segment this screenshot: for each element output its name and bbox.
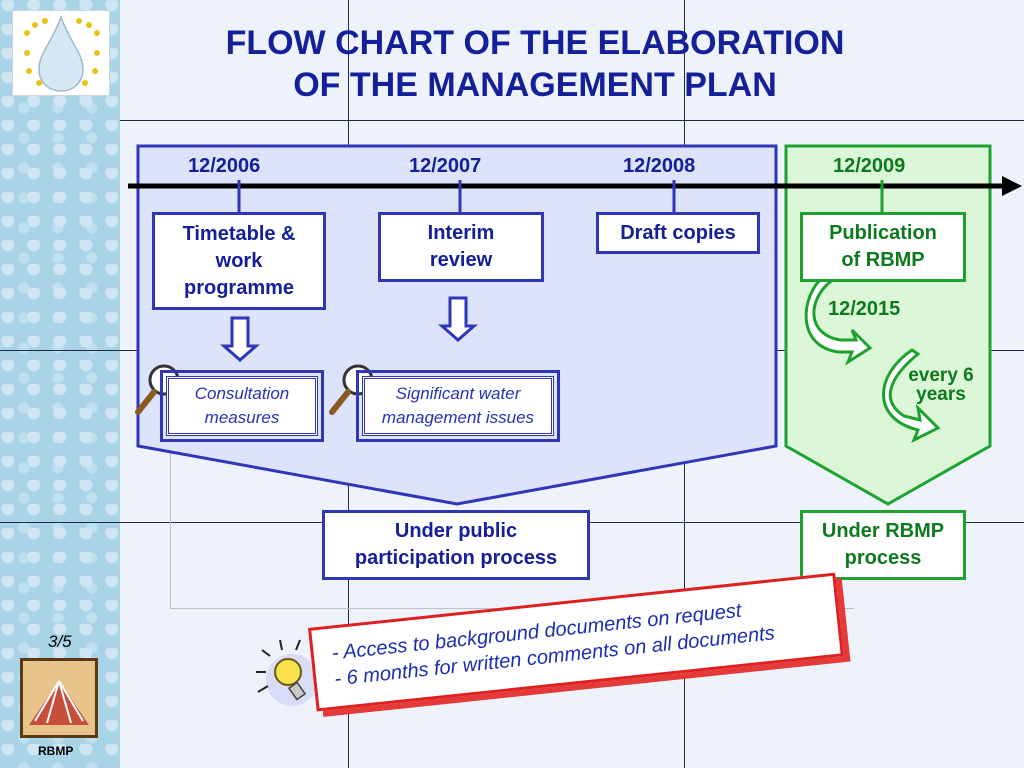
- timeline-arrowhead: [1002, 176, 1022, 196]
- stage-timetable: Timetable & work programme: [152, 212, 326, 310]
- stage-interim-review: Interim review: [378, 212, 544, 282]
- down-arrow-icon: [220, 316, 260, 362]
- page-number: 3/5: [48, 632, 72, 651]
- stage-label: Timetable & work programme: [182, 222, 296, 299]
- cycle-date: 12/2015: [828, 298, 901, 320]
- grid-line: [170, 450, 171, 608]
- date-label: 12/2006: [188, 155, 261, 177]
- public-participation-box: Under public participation process: [322, 510, 590, 580]
- cycle-arrow-icon: [882, 348, 941, 444]
- consultation-label: Consultation measures: [194, 384, 290, 427]
- cycle-period: every 6 years: [908, 365, 974, 405]
- date-label: 12/2008: [623, 155, 696, 177]
- title-line-1: FLOW CHART OF THE ELABORATION: [225, 24, 845, 62]
- date-label: 12/2009: [833, 155, 906, 177]
- water-drop-icon: [24, 14, 100, 92]
- stage-label: Draft copies: [620, 221, 736, 244]
- stage-label: Interim review: [427, 222, 495, 271]
- process-label: Under public participation process: [354, 520, 558, 569]
- down-arrow-icon: [438, 296, 478, 342]
- stage-label: Publication of RBMP: [829, 222, 937, 271]
- significant-issues-box: Significant water management issues: [356, 370, 560, 442]
- date-label: 12/2007: [409, 155, 482, 177]
- stage-draft-copies: Draft copies: [596, 212, 760, 254]
- rbmp-process-box: Under RBMP process: [800, 510, 966, 580]
- sidebar: [0, 0, 120, 768]
- eu-water-drop-logo: [12, 10, 110, 96]
- grid-line: [120, 120, 1024, 121]
- sidebar-label: RBMP: [38, 744, 74, 758]
- process-label: Under RBMP process: [821, 520, 945, 569]
- title-line-2: OF THE MANAGEMENT PLAN: [293, 66, 777, 104]
- page-title: FLOW CHART OF THE ELABORATION OF THE MAN…: [200, 22, 870, 106]
- book-icon: [20, 658, 98, 738]
- cycle-arrow-icon: [804, 273, 873, 366]
- stage-publication: Publication of RBMP: [800, 212, 966, 282]
- light-bulb-icon: [256, 639, 318, 706]
- book-pages-icon: [29, 680, 89, 725]
- significant-label: Significant water management issues: [381, 384, 535, 427]
- consultation-measures-box: Consultation measures: [160, 370, 324, 442]
